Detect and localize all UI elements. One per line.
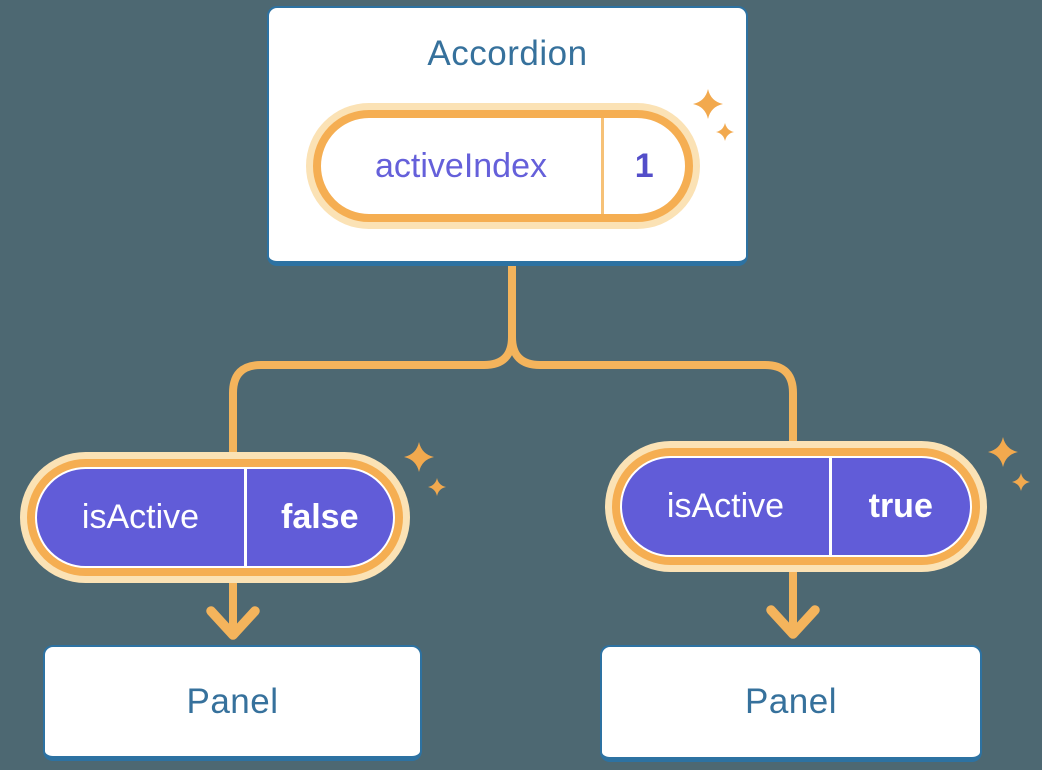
state-value: true (868, 487, 933, 525)
pill-divider (244, 469, 247, 566)
state-pill-accordion: activeIndex 1 (313, 110, 693, 222)
state-label: isActive (666, 487, 785, 525)
state-label: isActive (81, 498, 200, 536)
arrow-down-icon (766, 605, 820, 639)
arrow-down-icon (206, 606, 260, 640)
connector-branch-left (229, 262, 516, 632)
accordion-title: Accordion (427, 34, 588, 73)
pill-divider (829, 458, 832, 555)
panel-card-right: Panel (600, 645, 982, 762)
panel-label: Panel (744, 682, 838, 721)
state-pill-right: isActive true (620, 456, 972, 557)
panel-card-left: Panel (43, 645, 422, 761)
pill-divider (601, 118, 604, 214)
state-pill-left: isActive false (35, 467, 395, 568)
state-value: false (281, 498, 359, 536)
panel-label: Panel (186, 681, 279, 721)
state-value: 1 (634, 146, 654, 185)
connector-branch-right (508, 262, 797, 630)
state-label: activeIndex (375, 146, 547, 185)
